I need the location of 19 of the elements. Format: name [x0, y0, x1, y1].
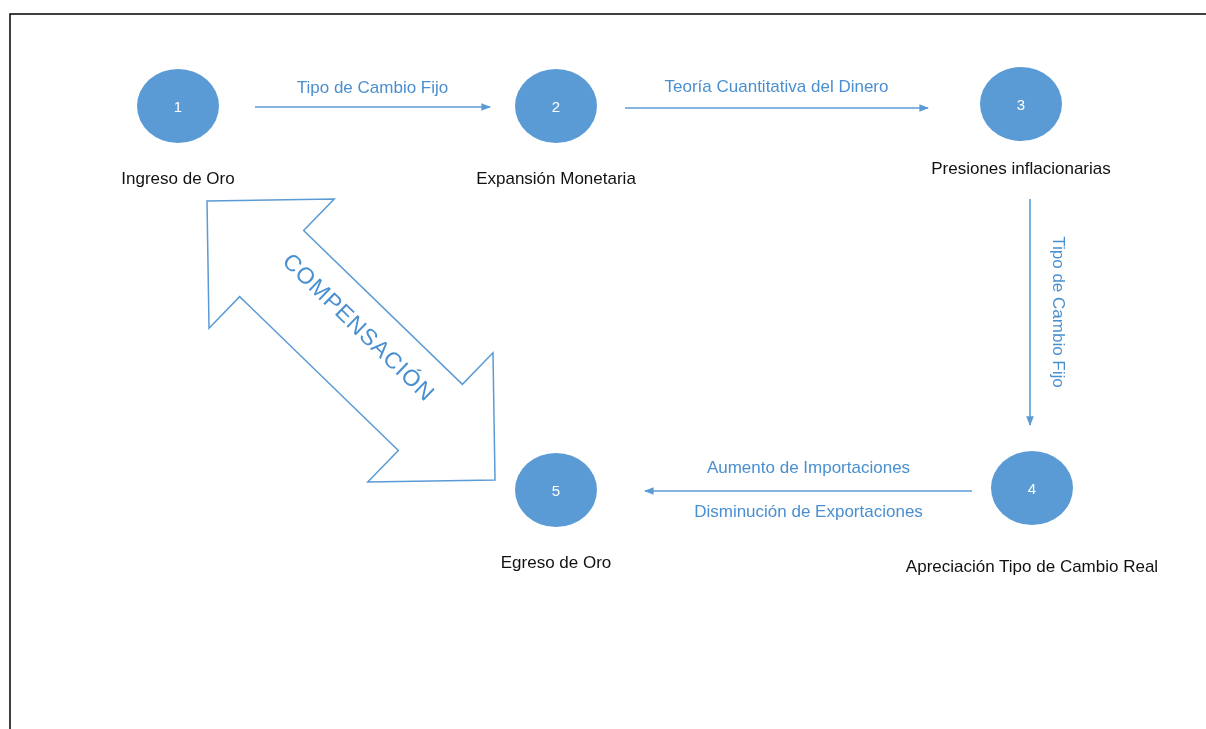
step-label: Ingreso de Oro: [121, 169, 235, 189]
arrow: [624, 104, 929, 112]
step-number: 1: [173, 97, 183, 115]
step-number: 3: [1016, 95, 1026, 113]
step-label: Apreciación Tipo de Cambio Real: [905, 557, 1159, 577]
step-number: 4: [1027, 479, 1037, 497]
double-block-arrow: [206, 198, 496, 483]
edge-label: Tipo de Cambio Fijo: [294, 78, 451, 98]
arrow: [644, 487, 973, 495]
arrow: [254, 103, 491, 111]
step-label: Expansión Monetaria: [476, 169, 636, 189]
note-label: Disminución de Exportaciones: [692, 502, 925, 522]
arrow: [1026, 198, 1034, 426]
step-label: Presiones inflacionarias: [931, 159, 1111, 179]
step-number: 2: [551, 97, 561, 115]
edge-label: Aumento de Importaciones: [704, 458, 913, 478]
step-label: Egreso de Oro: [500, 553, 612, 573]
step-number: 5: [551, 481, 561, 499]
edge-label: Tipo de Cambio Fijo: [1048, 234, 1068, 390]
